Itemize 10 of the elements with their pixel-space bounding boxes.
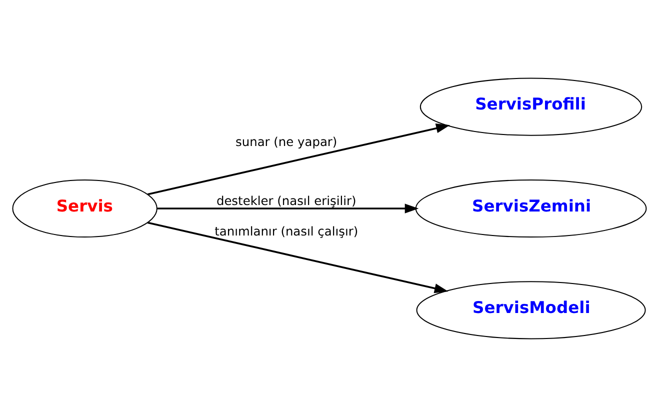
edge-label: tanımlanır (nasıl çalışır) (214, 224, 358, 239)
node-ellipse: ServisProfili (420, 78, 642, 136)
arrow (147, 222, 448, 294)
arrow (157, 204, 419, 214)
edge-label: sunar (ne yapar) (236, 135, 338, 150)
arrow (147, 124, 450, 196)
node-ellipse: ServisZemini (415, 179, 647, 238)
node-ellipse: Servis (12, 179, 158, 238)
node-ellipse: ServisModeli (416, 281, 646, 340)
edge-label: destekler (nasıl erişilir) (216, 194, 356, 208)
